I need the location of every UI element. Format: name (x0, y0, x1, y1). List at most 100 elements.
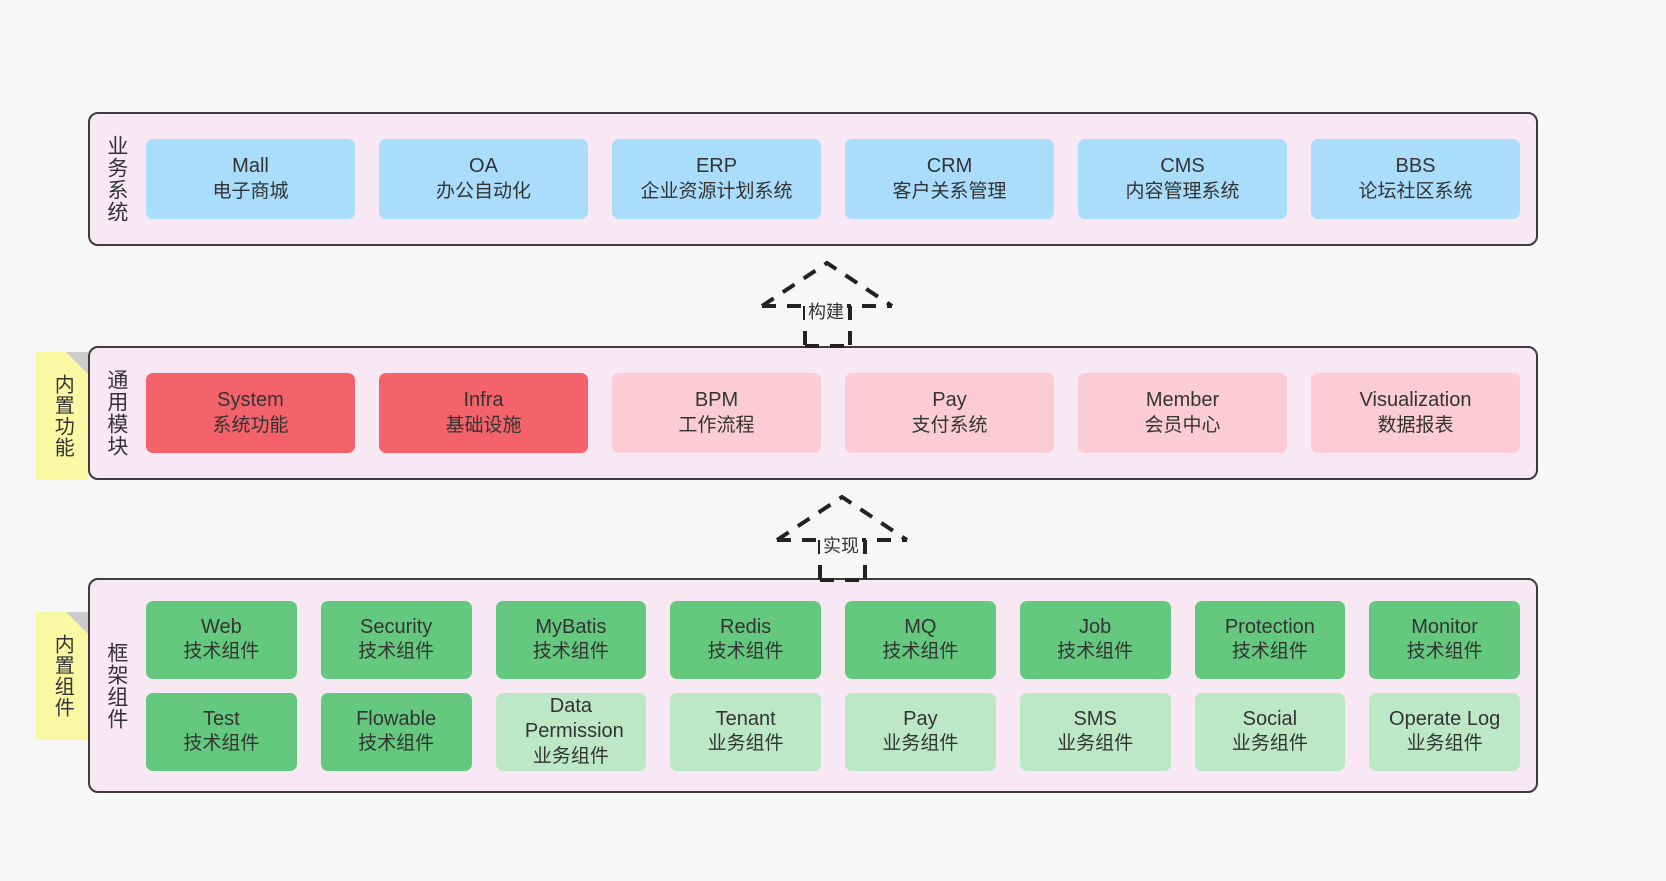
node-security[interactable]: Security 技术组件 (320, 600, 472, 679)
note-builtin-component: 内置组件 (36, 612, 88, 740)
node-cms[interactable]: CMS 内容管理系统 (1078, 139, 1287, 219)
node-mq[interactable]: MQ 技术组件 (845, 600, 996, 679)
node-subtitle: 技术组件 (532, 641, 609, 663)
node-flowable[interactable]: Flowable 技术组件 (320, 692, 472, 771)
node-title: Operate Log (1389, 707, 1501, 730)
node-mybatis[interactable]: MyBatis 技术组件 (495, 600, 647, 679)
node-title: Flowable (356, 707, 437, 730)
layer-common-module: 通用模块 System 系统功能 Infra 基础设施 BPM 工作流程 Pay… (88, 346, 1538, 480)
node-title: System (217, 389, 284, 412)
node-erp[interactable]: ERP 企业资源计划系统 (612, 139, 821, 219)
note-label: 内置组件 (51, 634, 74, 718)
layer-framework-component: 框架组件 Web 技术组件 Security 技术组件 MyBatis 技术组件… (88, 578, 1538, 793)
node-subtitle: 业务组件 (1406, 733, 1483, 755)
node-title: Pay (903, 707, 938, 730)
node-pay-module[interactable]: Pay 支付系统 (845, 373, 1054, 453)
node-subtitle: 论坛社区系统 (1358, 180, 1473, 202)
layer-label-framework-component: 框架组件 (104, 641, 128, 730)
node-title: Redis (720, 615, 772, 638)
node-title: Protection (1224, 615, 1315, 638)
layer-label-business-system: 业务系统 (104, 135, 128, 223)
node-pay-component[interactable]: Pay 业务组件 (845, 692, 996, 771)
node-bpm[interactable]: BPM 工作流程 (612, 373, 821, 453)
node-subtitle: 业务组件 (707, 733, 784, 755)
node-title: BBS (1395, 155, 1436, 178)
node-title: Job (1079, 615, 1112, 638)
node-infra[interactable]: Infra 基础设施 (379, 373, 588, 453)
note-fold-icon (66, 612, 88, 634)
node-title: Security (360, 615, 433, 638)
node-subtitle: 电子商城 (212, 180, 289, 202)
node-system[interactable]: System 系统功能 (146, 373, 355, 453)
node-title: CMS (1160, 155, 1205, 178)
node-title: CRM (926, 155, 973, 178)
node-test[interactable]: Test 技术组件 (146, 692, 297, 771)
node-subtitle: 技术组件 (183, 641, 260, 663)
node-title: Data Permission (524, 694, 624, 743)
node-title: Web (200, 615, 242, 638)
node-subtitle: 业务组件 (1231, 733, 1308, 755)
node-visualization[interactable]: Visualization 数据报表 (1311, 373, 1520, 453)
node-operate-log[interactable]: Operate Log 业务组件 (1369, 692, 1520, 771)
node-subtitle: 基础设施 (445, 414, 522, 436)
node-title: SMS (1073, 707, 1117, 730)
node-subtitle: 技术组件 (1231, 641, 1308, 663)
node-social[interactable]: Social 业务组件 (1194, 692, 1346, 771)
node-row: Web 技术组件 Security 技术组件 MyBatis 技术组件 Redi… (146, 600, 1520, 679)
layer-business-system: 业务系统 Mall 电子商城 OA 办公自动化 ERP 企业资源计划系统 CRM… (88, 112, 1538, 246)
node-subtitle: 技术组件 (707, 641, 784, 663)
node-bbs[interactable]: BBS 论坛社区系统 (1311, 139, 1520, 219)
node-tenant[interactable]: Tenant 业务组件 (670, 692, 821, 771)
node-subtitle: 数据报表 (1377, 414, 1454, 436)
node-subtitle: 支付系统 (911, 414, 988, 436)
node-subtitle: 系统功能 (212, 414, 289, 436)
node-subtitle: 技术组件 (1406, 641, 1483, 663)
node-title: Test (203, 707, 240, 730)
connector-build: 构建 (757, 258, 907, 348)
note-label: 内置功能 (51, 374, 74, 458)
node-job[interactable]: Job 技术组件 (1019, 600, 1171, 679)
node-mall[interactable]: Mall 电子商城 (146, 139, 355, 219)
node-subtitle: 企业资源计划系统 (640, 180, 793, 202)
node-title: Mall (232, 155, 269, 178)
node-title: Member (1145, 389, 1220, 412)
node-title: Social (1242, 707, 1298, 730)
node-title: OA (469, 155, 498, 178)
node-web[interactable]: Web 技术组件 (146, 600, 297, 679)
node-subtitle: 技术组件 (183, 733, 260, 755)
node-subtitle: 客户关系管理 (892, 180, 1007, 202)
node-redis[interactable]: Redis 技术组件 (670, 600, 821, 679)
node-title: MQ (904, 615, 937, 638)
node-title: Pay (932, 389, 967, 412)
connector-implement-label: 实现 (820, 532, 862, 558)
node-subtitle: 技术组件 (358, 733, 435, 755)
note-fold-icon (66, 352, 88, 374)
layer-body-business-system: Mall 电子商城 OA 办公自动化 ERP 企业资源计划系统 CRM 客户关系… (142, 114, 1536, 244)
node-subtitle: 技术组件 (358, 641, 435, 663)
node-subtitle: 业务组件 (1057, 733, 1134, 755)
node-crm[interactable]: CRM 客户关系管理 (845, 139, 1054, 219)
node-title: Tenant (715, 707, 776, 730)
node-subtitle: 技术组件 (882, 641, 959, 663)
node-subtitle: 业务组件 (882, 733, 959, 755)
node-subtitle: 内容管理系统 (1125, 180, 1240, 202)
node-protection[interactable]: Protection 技术组件 (1194, 600, 1346, 679)
node-row: Test 技术组件 Flowable 技术组件 Data Permission … (146, 692, 1520, 771)
node-monitor[interactable]: Monitor 技术组件 (1369, 600, 1520, 679)
node-subtitle: 会员中心 (1144, 414, 1221, 436)
node-oa[interactable]: OA 办公自动化 (379, 139, 588, 219)
node-title: Visualization (1359, 389, 1472, 412)
node-sms[interactable]: SMS 业务组件 (1019, 692, 1171, 771)
node-member[interactable]: Member 会员中心 (1078, 373, 1287, 453)
node-title: Infra (463, 389, 504, 412)
connector-implement: 实现 (772, 492, 922, 582)
connector-implement-arrow (775, 494, 909, 582)
node-data-permission[interactable]: Data Permission 业务组件 (495, 692, 647, 771)
layer-label-common-module: 通用模块 (104, 369, 128, 457)
node-row: Mall 电子商城 OA 办公自动化 ERP 企业资源计划系统 CRM 客户关系… (146, 139, 1520, 219)
layer-body-common-module: System 系统功能 Infra 基础设施 BPM 工作流程 Pay 支付系统… (142, 348, 1536, 478)
node-title: ERP (695, 155, 738, 178)
node-subtitle: 技术组件 (1057, 641, 1134, 663)
node-subtitle: 业务组件 (532, 745, 609, 767)
